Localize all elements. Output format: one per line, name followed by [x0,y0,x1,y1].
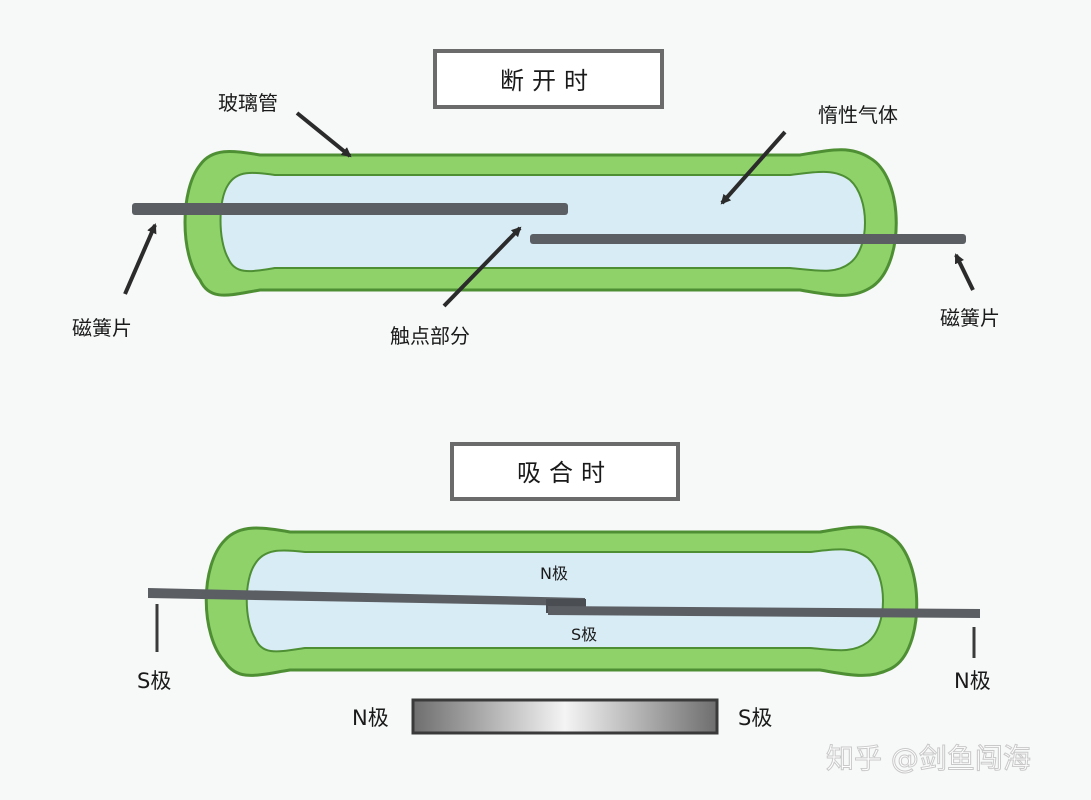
open-reed-left [132,203,568,215]
glass-tube-label: 玻璃管 [218,91,278,115]
closed-title: 吸合时 [517,459,613,487]
closed-reed-left [148,588,585,606]
s-pole-left-label: S极 [137,669,171,693]
open-inert-gas [219,170,866,273]
reed-left-arrow [123,223,157,295]
open-title: 断开时 [500,67,596,95]
closed-title-box [450,442,680,501]
magnet-bar [411,698,719,735]
open-title-box [433,49,664,109]
closed-state-section: 吸合时 N极 S极 S极 N极 N极 S极 [137,442,991,735]
magnet-n-label: N极 [352,706,389,730]
inert-gas-label: 惰性气体 [818,103,898,127]
open-reed-right [530,234,966,244]
reed-left-label: 磁簧片 [72,316,132,340]
inert-gas-arrow [720,130,787,205]
closed-reed-right [548,606,980,618]
glass-tube-arrow [295,111,352,158]
magnet-s-label: S极 [738,706,772,730]
open-state-section: 断开时 玻璃管 惰性气体 磁簧片 触点部分 磁簧片 [72,49,1000,348]
s-pole-bottom-label: S极 [571,625,597,644]
contact-label: 触点部分 [390,324,470,348]
contact-arrow [442,226,522,308]
n-pole-top-label: N极 [540,564,568,583]
watermark: 知乎 @剑鱼闯海 [826,742,1031,775]
n-pole-right-label: N极 [954,669,991,693]
reed-right-label: 磁簧片 [940,306,1000,330]
reed-right-arrow [954,253,975,291]
